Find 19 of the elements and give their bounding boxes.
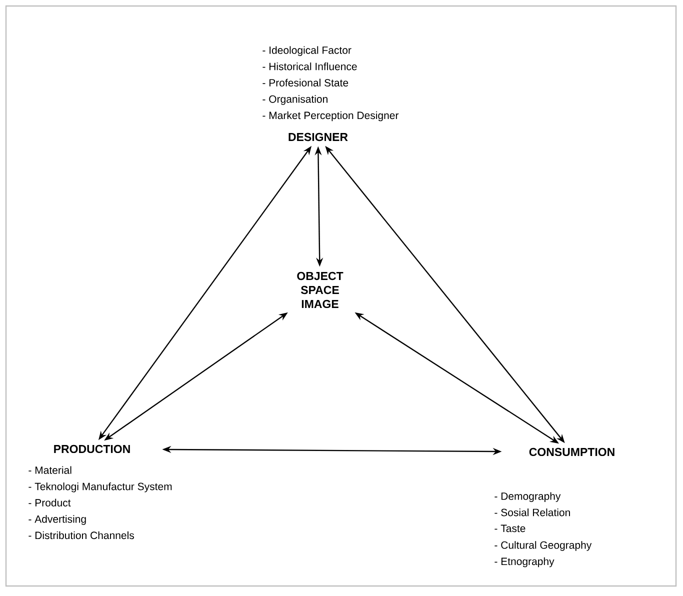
node-label: PRODUCTION: [54, 444, 130, 454]
list-item: - Ideological Factor: [262, 46, 352, 56]
list-item: - Advertising: [28, 515, 86, 525]
list-item: - Distribution Channels: [28, 531, 134, 540]
list-item: - Demography: [494, 492, 561, 502]
list-item: - Profesional State: [262, 78, 348, 87]
node-label: DESIGNER: [288, 132, 348, 142]
list-item: - Sosial Relation: [494, 508, 570, 516]
list-item: - Organisation: [262, 95, 328, 105]
node-label: CONSUMPTION: [529, 448, 614, 456]
node-label: OBJECT SPACE IMAGE: [297, 272, 344, 308]
list-item: - Taste: [494, 524, 526, 532]
list-item: - Material: [28, 466, 72, 474]
list-item: - Product: [28, 498, 71, 506]
list-item: - Historical Influence: [262, 62, 357, 70]
list-item: - Market Perception Designer: [262, 111, 399, 122]
list-item: - Teknologi Manufactur System: [28, 482, 172, 492]
list-item: - Etnography: [494, 557, 554, 568]
list-item: - Cultural Geography: [494, 541, 592, 551]
